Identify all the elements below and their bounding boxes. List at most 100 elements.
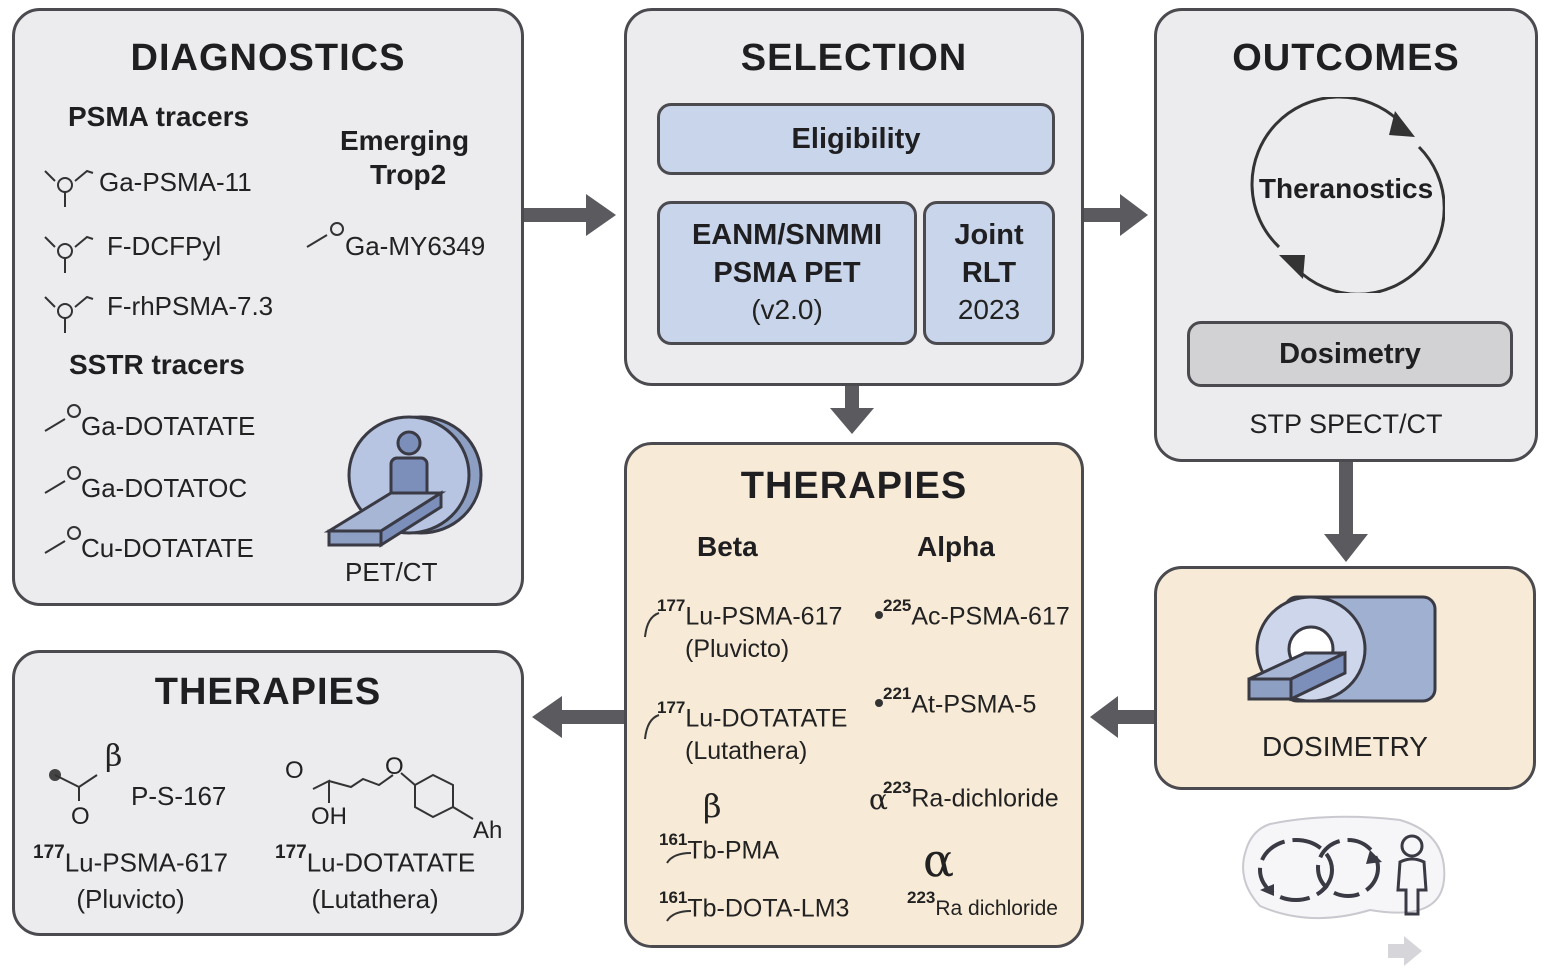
left-item-1-name: Lu-PSMA-617 (64, 847, 229, 878)
chain-icon (666, 852, 692, 864)
joint-line3: 2023 (957, 294, 1021, 325)
alpha-ra2-name: Ra dichloride (935, 897, 1058, 920)
molecule-icon (44, 526, 81, 554)
arrow-selection-to-outcomes (1084, 194, 1148, 236)
beta-extra-2-name: Tb-DOTA-LM3 (687, 894, 850, 923)
emerging-heading-line2: Trop2 (370, 159, 447, 190)
eligibility-box: Eligibility (657, 103, 1055, 175)
left-mol-o-3: O (385, 753, 404, 780)
dosimetry-panel: DOSIMETRY (1154, 566, 1536, 790)
left-mol-o-1: O (71, 803, 90, 830)
left-item-2-name: Lu-DOTATATE (306, 847, 476, 878)
psma-item-1: Ga-PSMA-11 (99, 167, 252, 197)
alpha-ra2-item: 223Ra dichloride (907, 885, 1058, 925)
beta-item-2-brand: (Lutathera) (685, 737, 808, 766)
beta-item-1-name: Lu-PSMA-617 (685, 602, 843, 631)
beta-extra-2: 161Tb-DOTA-LM3 (659, 885, 849, 925)
dosimetry-button[interactable]: Dosimetry (1187, 321, 1513, 387)
joint-line1: Joint (954, 219, 1024, 251)
molecule-icon (49, 769, 98, 801)
eligibility-label: Eligibility (791, 123, 921, 155)
dot-icon (875, 699, 883, 707)
arrow-outcomes-to-dosimetry (1324, 462, 1368, 562)
left-mol-o-2: O (285, 757, 304, 784)
guideline-line3: (v2.0) (751, 294, 823, 325)
beta-item-2-isotope: 177 (657, 698, 686, 717)
sstr-item-2: Ga-DOTATOC (81, 473, 248, 503)
beta-extra-1: 161Tb-PMA (659, 827, 779, 867)
guideline-line2: PSMA PET (713, 257, 861, 289)
guideline-box: EANM/SNMMI PSMA PET (v2.0) (657, 201, 917, 345)
alpha-small-symbol: α (869, 783, 888, 816)
arrow-diagnostics-to-selection (524, 194, 616, 236)
left-mol-oh: OH (311, 803, 347, 830)
selection-panel: SELECTION Eligibility EANM/SNMMI PSMA PE… (624, 8, 1084, 386)
pet-ct-scanner-icon (323, 415, 483, 548)
alpha-item-2: 221At-PSMA-5 (883, 681, 1036, 721)
emerging-item: Ga-MY6349 (345, 231, 486, 261)
left-item-2-isotope: 177 (275, 842, 307, 863)
outcomes-title: OUTCOMES (1232, 37, 1460, 79)
chain-icon (644, 714, 660, 740)
molecule-icon (44, 466, 81, 494)
therapies-main-title: THERAPIES (740, 465, 968, 507)
patient-cycle-icon (1242, 815, 1446, 920)
alpha-big-symbol: α (923, 833, 955, 887)
beta-heading: Beta (697, 531, 758, 562)
alpha-ra-isotope: 223 (883, 778, 912, 797)
faint-arrow-icon (1388, 936, 1422, 966)
beta-item-2: 177Lu-DOTATATE (Lutathera) (657, 695, 847, 768)
beta-item-1-brand: (Pluvicto) (685, 635, 790, 664)
spect-ct-scanner-icon (1247, 595, 1437, 703)
alpha-heading: Alpha (917, 531, 995, 562)
alpha-ra-item: 223Ra-dichloride (883, 775, 1059, 815)
molecule-icon (312, 772, 474, 820)
therapies-left-title: THERAPIES (154, 671, 382, 713)
beta-symbol: β (703, 787, 722, 825)
alpha-item-1-isotope: 225 (883, 596, 912, 615)
left-item-2-brand: (Lutathera) (311, 883, 439, 914)
sstr-tracers-heading: SSTR tracers (69, 349, 245, 380)
dosimetry-button-label: Dosimetry (1279, 338, 1421, 370)
selection-title: SELECTION (740, 37, 968, 79)
beta-extra-1-name: Tb-PMA (687, 836, 780, 865)
molecule-icon (44, 169, 94, 207)
therapies-main-panel: THERAPIES Beta Alpha 177 Lu-PSMA-617 (Plu… (624, 442, 1084, 948)
sstr-item-1: Ga-DOTATATE (81, 411, 256, 441)
left-item-1-isotope: 177 (33, 842, 65, 863)
alpha-item-1: 225Ac-PSMA-617 (883, 593, 1070, 633)
alpha-item-2-name: At-PSMA-5 (911, 690, 1037, 719)
pet-ct-label: PET/CT (345, 557, 438, 587)
psma-item-2: F-DCFPyl (107, 231, 222, 261)
alpha-ra2-isotope: 223 (907, 888, 936, 907)
sstr-item-3: Cu-DOTATATE (81, 533, 254, 563)
left-item-1: 177Lu-PSMA-617 (Pluvicto) (33, 839, 228, 917)
dosimetry-panel-label: DOSIMETRY (1262, 731, 1428, 762)
arrow-therapies-to-left (532, 696, 624, 738)
diagnostics-panel: DIAGNOSTICS PSMA tracers Emerging Trop2 … (12, 8, 524, 606)
chain-icon (644, 612, 660, 638)
joint-line2: RLT (961, 257, 1017, 289)
alpha-item-2-isotope: 221 (883, 684, 912, 703)
outcomes-panel: OUTCOMES Theranostics Dosimetry STP SPEC… (1154, 8, 1538, 462)
molecule-icon (44, 404, 81, 432)
molecule-icon (44, 235, 94, 273)
arrow-selection-to-therapies (830, 386, 874, 434)
emerging-heading-line1: Emerging (340, 125, 470, 156)
beta-extra-1-isotope: 161 (659, 830, 688, 849)
left-item-2: 177Lu-DOTATATE (Lutathera) (275, 839, 475, 917)
psma-tracers-heading: PSMA tracers (68, 101, 250, 132)
molecule-icon (306, 222, 344, 248)
therapies-left-panel: THERAPIES β O P-S-167 O O OH Ah 177Lu-PS… (12, 650, 524, 936)
joint-rlt-box: Joint RLT 2023 (923, 201, 1055, 345)
left-beta-symbol: β (105, 739, 123, 774)
dot-icon (875, 611, 883, 619)
stp-spect-ct-label: STP SPECT/CT (1249, 409, 1443, 439)
alpha-item-1-name: Ac-PSMA-617 (911, 602, 1070, 631)
diagnostics-title: DIAGNOSTICS (130, 37, 406, 79)
chain-icon (666, 910, 692, 922)
theranostics-label: Theranostics (1258, 173, 1434, 204)
arrow-dosimetry-to-therapies (1090, 696, 1154, 738)
compound-label: P-S-167 (131, 781, 227, 811)
left-mol-ah: Ah (473, 817, 503, 844)
